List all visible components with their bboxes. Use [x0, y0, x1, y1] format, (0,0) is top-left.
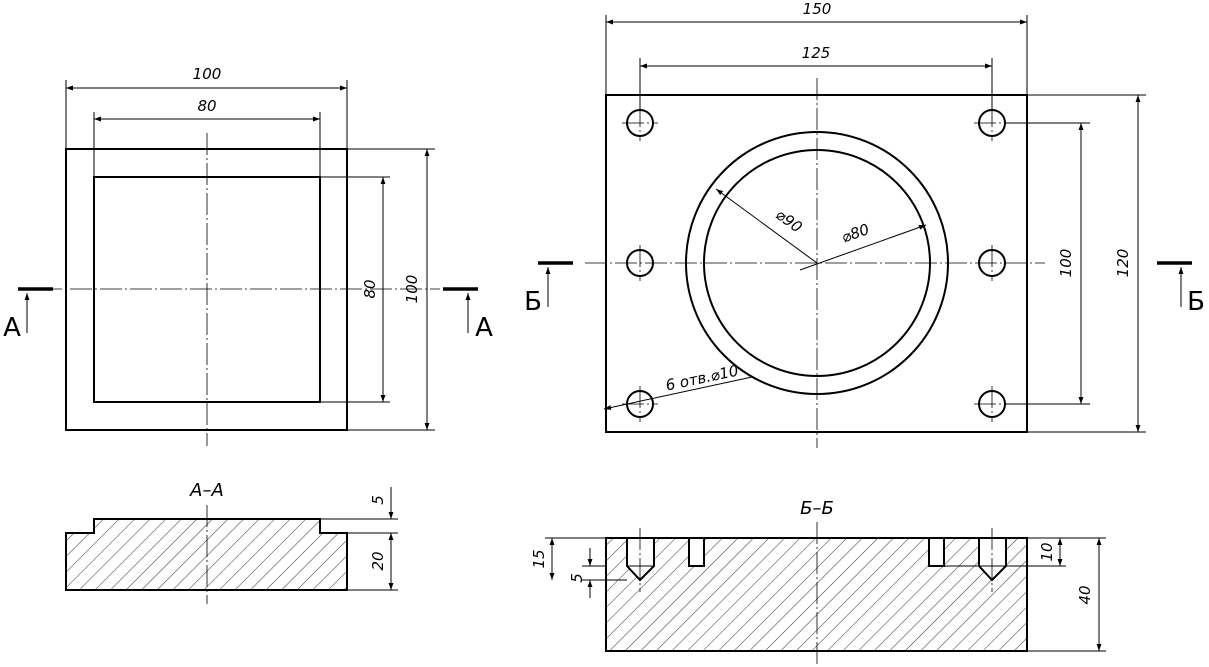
cut-label-a-right: А	[475, 313, 493, 343]
dim-inner-width-label: 80	[197, 97, 216, 115]
cut-label-a-left: А	[3, 313, 21, 343]
dim-hole-spacing-y-label: 100	[1057, 249, 1075, 278]
section-b-b: Б–Б 15 5 10 40	[530, 498, 1106, 664]
dim-slot-depth-label: 10	[1038, 542, 1056, 561]
dim-tip-depth-label: 5	[568, 573, 586, 583]
section-b-b-title: Б–Б	[800, 498, 834, 519]
dim-outer-height-label: 100	[403, 275, 421, 304]
leader-ring-outer	[715, 188, 818, 264]
slot-left	[688, 537, 705, 567]
plate-outline	[605, 94, 1028, 433]
dim-overall-width-label: 150	[803, 0, 832, 18]
dim-overall-height-label: 120	[1114, 249, 1132, 278]
dim-ring-inner-label: ⌀80	[839, 220, 871, 246]
drilled-hole-left	[626, 537, 655, 582]
cut-label-b-left: Б	[524, 287, 542, 317]
dim-hole-depth-label: 15	[530, 549, 548, 568]
dim-inner-height-label: 80	[361, 279, 379, 298]
section-b-b-profile	[605, 537, 1028, 652]
section-a-a-profile	[65, 518, 348, 591]
dim-step-height-label: 5	[369, 495, 387, 505]
outer-square	[65, 148, 348, 431]
holes-note-label: 6 отв.⌀10	[664, 362, 740, 395]
cut-label-b-right: Б	[1187, 287, 1205, 317]
dim-outer-width-label: 100	[193, 65, 222, 83]
leader-ring-inner	[799, 224, 927, 271]
leader-holes-note	[603, 376, 753, 410]
top-left-view: 100 80 80 100 А А	[3, 65, 493, 446]
drilled-hole-right	[978, 537, 1007, 582]
dim-hole-spacing-x-label: 125	[802, 44, 831, 62]
top-right-view: 150 125 ⌀90 ⌀80 6 отв.⌀10 100 120 Б Б	[524, 0, 1205, 448]
dim-total-height-label: 40	[1076, 585, 1094, 604]
section-a-a-title: А–А	[189, 480, 224, 501]
slot-right	[928, 537, 945, 567]
dim-ring-outer-label: ⌀90	[772, 205, 805, 236]
dim-base-height-label: 20	[369, 551, 387, 570]
section-a-a: А–А 5 20	[65, 480, 398, 604]
